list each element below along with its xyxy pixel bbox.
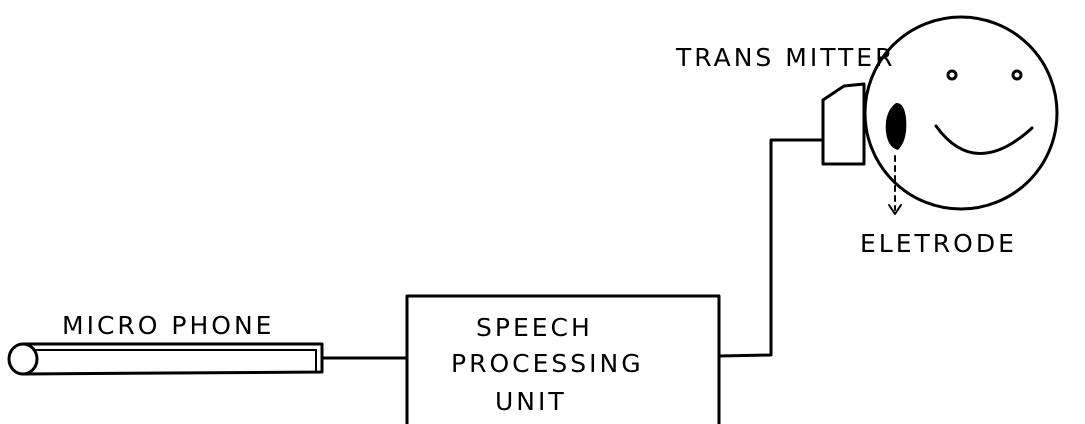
transmitter	[821, 82, 866, 166]
microphone-label: MICRO PHONE	[62, 311, 274, 340]
microphone	[7, 342, 324, 376]
speech-processing-unit-box	[405, 294, 721, 424]
microphone-head	[7, 342, 39, 376]
head	[863, 15, 1059, 211]
electrode-pointer-arrow	[888, 155, 902, 215]
wire-unit-to-transmitter	[717, 138, 825, 358]
electrode-implant	[885, 102, 907, 150]
smile-icon	[934, 124, 1034, 155]
unit-label-line1: SPEECH	[476, 313, 593, 342]
unit-label-line2: PROCESSING	[451, 349, 644, 378]
head-circle	[863, 15, 1059, 211]
right-eye-icon	[1011, 69, 1023, 81]
pointer-arrowhead	[888, 204, 902, 215]
electrode-label: ELETRODE	[860, 229, 1017, 258]
transmitter-label: TRANS MITTER	[675, 43, 895, 72]
left-eye-icon	[946, 69, 958, 81]
unit-label-line3: UNIT	[495, 387, 567, 416]
microphone-body	[21, 342, 324, 376]
